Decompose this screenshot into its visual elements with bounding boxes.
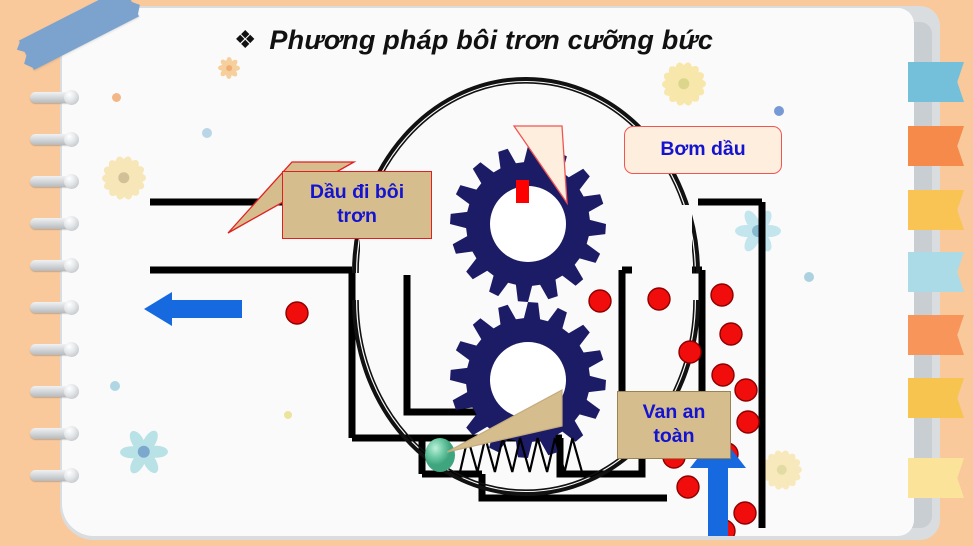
callout-oil-to-lubricate: Dầu đi bôi trơn xyxy=(282,171,432,239)
binding-ring xyxy=(30,174,79,189)
oil-drop xyxy=(588,289,612,313)
bookmark-tab[interactable] xyxy=(908,62,964,102)
oil-drop xyxy=(719,322,743,346)
lubrication-diagram xyxy=(144,77,766,536)
pump-housing-bottom xyxy=(352,299,700,496)
callout-tail-valve xyxy=(446,388,563,453)
oil-drop xyxy=(647,287,671,311)
oil-drop xyxy=(736,410,760,434)
bookmark-tab[interactable] xyxy=(908,252,964,292)
binding-ring xyxy=(30,258,79,273)
binding-ring xyxy=(30,300,79,315)
callout-oil-pump: Bơm dầu xyxy=(624,126,782,174)
oil-drop xyxy=(710,283,734,307)
binding-ring xyxy=(30,384,79,399)
valve-spring xyxy=(458,437,584,473)
bookmark-tab[interactable] xyxy=(908,126,964,166)
lubricant-out-arrow xyxy=(144,292,242,326)
page-title-text: Phương pháp bôi trơn cưỡng bức xyxy=(269,25,714,55)
binding-ring xyxy=(30,426,79,441)
oil-drop xyxy=(734,378,758,402)
upper-gear-hole xyxy=(490,186,566,262)
oil-drop xyxy=(676,475,700,499)
oil-drop xyxy=(711,363,735,387)
valve-channel-bottom xyxy=(478,474,667,502)
bookmark-tab[interactable] xyxy=(908,378,964,418)
valve-ball xyxy=(425,438,455,472)
bookmark-tab[interactable] xyxy=(908,315,964,355)
binding-ring xyxy=(30,90,79,105)
oil-drop xyxy=(285,301,309,325)
bookmark-tab[interactable] xyxy=(908,458,964,498)
bullet-icon: ❖ xyxy=(234,26,257,54)
page-title: ❖ Phương pháp bôi trơn cưỡng bức xyxy=(234,25,713,56)
callout-safety-valve: Van an toàn xyxy=(617,391,731,459)
housing-gap-right xyxy=(632,205,692,275)
binding-ring xyxy=(30,216,79,231)
oil-drop xyxy=(678,340,702,364)
bookmark-tab[interactable] xyxy=(908,190,964,230)
notebook-page: ❖ Phương pháp bôi trơn cưỡng bức Dầu đi … xyxy=(62,8,914,536)
binding-ring xyxy=(30,132,79,147)
pump-housing-bottom-inner xyxy=(357,299,695,492)
binding-ring xyxy=(30,468,79,483)
binding-ring xyxy=(30,342,79,357)
callout-tail-pump xyxy=(512,125,568,206)
oil-drop xyxy=(733,501,757,525)
gear-timing-marker xyxy=(516,180,529,203)
